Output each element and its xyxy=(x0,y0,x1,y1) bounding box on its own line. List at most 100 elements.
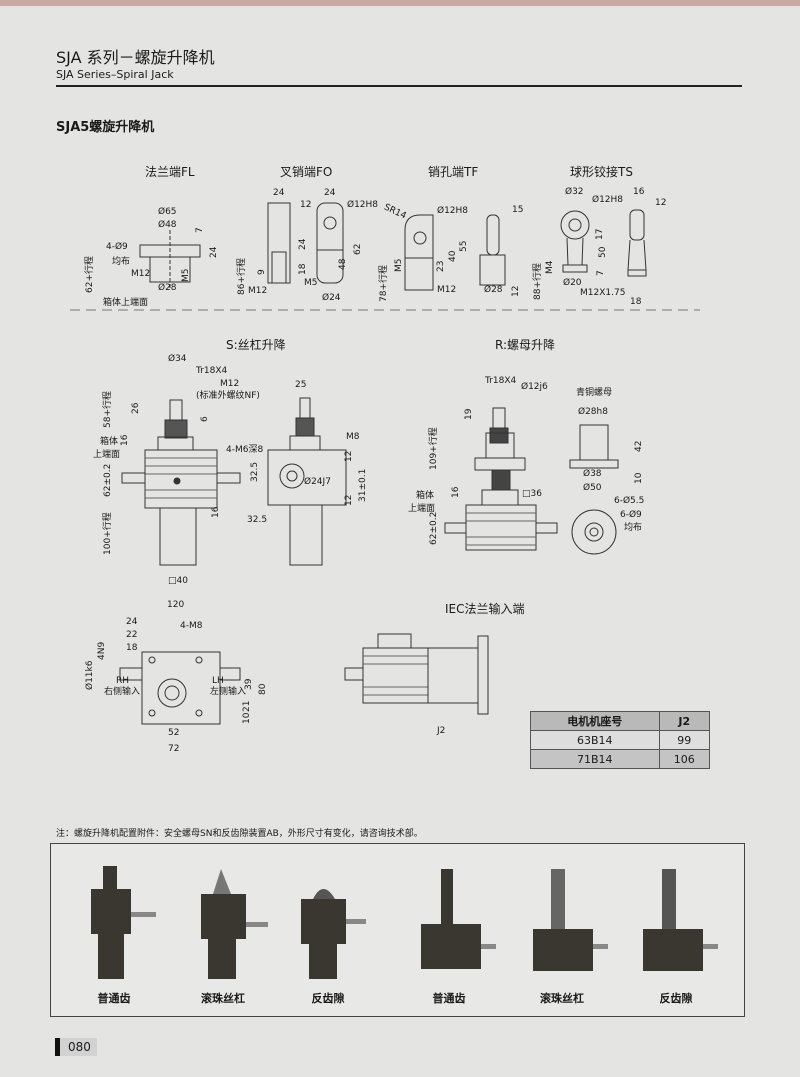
page-edge xyxy=(0,0,800,6)
dim: 18 xyxy=(298,263,308,275)
dim: 32.5 xyxy=(250,461,260,482)
product-photo xyxy=(643,869,718,971)
dim: Ø24 xyxy=(322,293,341,303)
dim: Ø38 xyxy=(583,469,602,479)
fo-title: 叉销端FO xyxy=(280,165,333,179)
dim: M8 xyxy=(346,432,360,442)
dim: 62±0.2 xyxy=(103,463,113,497)
dim: 80 xyxy=(258,683,268,695)
iec-title: IEC法兰输入端 xyxy=(445,602,525,616)
dim: 88+行程 xyxy=(533,263,543,300)
iec-drawing xyxy=(344,633,489,715)
dim: Ø11k6 xyxy=(85,660,95,690)
cell: 63B14 xyxy=(530,730,660,750)
cell: 106 xyxy=(658,749,710,769)
cell: 99 xyxy=(658,730,710,750)
dim: 24 xyxy=(209,246,219,258)
dim: M12X1.75 xyxy=(580,288,626,298)
dim: Ø28h8 xyxy=(578,407,608,417)
dim: 右侧输入 xyxy=(104,687,141,697)
dim: 16 xyxy=(633,187,645,197)
dim: 120 xyxy=(167,600,185,610)
dim: 4-Ø9 xyxy=(106,242,128,252)
fl-drawing xyxy=(139,230,201,290)
dim: 6 xyxy=(200,416,210,422)
dim: Ø12H8 xyxy=(592,195,624,205)
dim: 50 xyxy=(598,246,608,258)
dim: 10 xyxy=(634,472,644,484)
dim: 109+行程 xyxy=(429,427,439,470)
dim: 62 xyxy=(353,243,363,255)
dim: 26 xyxy=(131,402,141,414)
dim: 4-M6深8 xyxy=(226,445,264,455)
dim: 62±0.2 xyxy=(429,511,439,545)
dim: M5 xyxy=(394,258,404,273)
dim: 22 xyxy=(126,630,138,640)
cell: 71B14 xyxy=(530,749,660,769)
dim: Ø34 xyxy=(168,354,187,364)
dim: 18 xyxy=(630,297,642,307)
dim: M5 xyxy=(304,278,318,288)
page-number: 080 xyxy=(55,1038,97,1056)
tf-title: 销孔端TF xyxy=(428,165,479,179)
col-header: J2 xyxy=(658,711,710,731)
dim: M5 xyxy=(181,268,191,283)
dim: 18 xyxy=(126,643,138,653)
dim: 青铜螺母 xyxy=(576,388,613,398)
dim: 40 xyxy=(448,250,458,262)
dim: □36 xyxy=(522,489,542,499)
dim: Ø12H8 xyxy=(437,206,469,216)
product-caption: 反齿隙 xyxy=(659,992,693,1005)
dim: 16 xyxy=(451,486,461,498)
product-caption: 滚珠丝杠 xyxy=(540,992,584,1005)
dim: 12 xyxy=(655,198,667,208)
dim: 48 xyxy=(338,258,348,270)
dim: 17 xyxy=(595,228,605,240)
note: 注：螺旋升降机配置附件：安全螺母SN和反齿隙装置AB，外形尺寸有变化，请咨询技术… xyxy=(56,829,423,839)
fo-drawing xyxy=(267,202,344,284)
ts-title: 球形铰接TS xyxy=(570,165,633,179)
dim: M4 xyxy=(545,260,555,275)
dim: M12 xyxy=(131,269,151,279)
dim: 6-Ø9 xyxy=(620,510,642,520)
dim: 55 xyxy=(459,240,469,252)
dim: 左侧输入 xyxy=(210,687,247,697)
dim: M12 xyxy=(437,285,457,295)
dim: Ø50 xyxy=(583,483,602,493)
product-photo xyxy=(421,869,496,969)
dim: 9 xyxy=(257,269,267,275)
dim: 32.5 xyxy=(247,515,268,525)
dim: 箱体 xyxy=(100,437,119,447)
dim: Ø20 xyxy=(563,278,582,288)
dim: 25 xyxy=(295,380,307,390)
dim: Ø24J7 xyxy=(304,477,331,487)
page-title: SJA 系列－螺旋升降机 xyxy=(56,48,215,67)
product-gallery: 普通齿 滚珠丝杠 反齿隙 普通齿 滚珠丝杠 反齿隙 xyxy=(50,843,745,1017)
section-title: SJA5螺旋升降机 xyxy=(56,120,155,135)
tf-drawing xyxy=(404,214,506,291)
product-caption: 滚珠丝杠 xyxy=(201,992,245,1005)
dim: 19 xyxy=(464,408,474,420)
product-photos xyxy=(91,866,718,979)
dim: 10 xyxy=(242,712,252,724)
product-photo xyxy=(301,889,366,979)
dim: 4-M8 xyxy=(180,621,203,631)
s-title: S:丝杠升降 xyxy=(226,338,286,352)
dim: 均布 xyxy=(624,523,643,533)
dim: Tr18X4 xyxy=(196,366,228,376)
dim: 62+行程 xyxy=(85,256,95,293)
dim: 15 xyxy=(512,205,524,215)
dim: M12 xyxy=(248,286,268,296)
dim: LH xyxy=(212,676,224,686)
dim: J2 xyxy=(437,726,446,736)
dim: Tr18X4 xyxy=(485,376,517,386)
dim: RH xyxy=(116,676,130,686)
dim: 52 xyxy=(168,728,180,738)
dim: 58+行程 xyxy=(103,391,113,428)
col-header: 电机机座号 xyxy=(530,711,660,731)
dim: 7 xyxy=(596,270,606,276)
dim: Ø65 xyxy=(158,207,177,217)
